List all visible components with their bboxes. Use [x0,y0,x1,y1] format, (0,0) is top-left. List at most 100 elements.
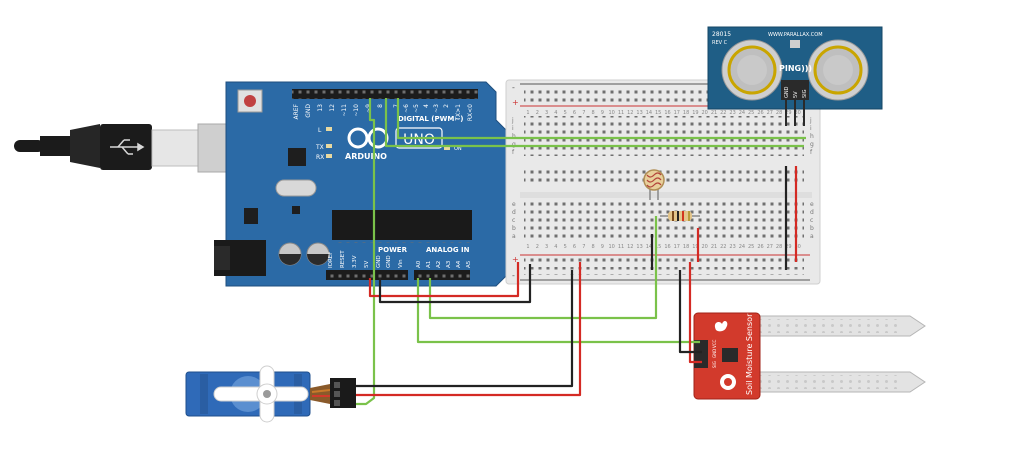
column-number: 15 [655,110,661,116]
column-number: 29 [785,110,791,116]
pin-label: 8 [377,104,384,108]
row-letter: d [512,209,516,216]
wire-red-servo-power[interactable] [356,262,582,397]
ping-ultrasonic-sensor[interactable]: 28015 REV C WWW.PARALLAX.COM PING))) GND… [707,26,883,126]
arduino-uno-board[interactable]: AREF GND 13 12 ~11 ~10 ~9 8 7 ~6 ~5 4 ~3… [214,81,507,287]
row-letter: j [809,117,812,124]
column-number: 11 [618,244,624,250]
servo-motor[interactable] [185,365,356,423]
arduino-model: UNO [403,132,435,148]
column-number: 9 [601,244,604,250]
soil-moisture-sensor[interactable]: Soil Moisture Sensor SIG GND VCC [693,312,926,400]
row-letter: i [512,125,514,132]
ultrasonic-transducer-right [807,39,869,101]
column-number: 24 [739,110,745,116]
column-number: 17 [674,110,680,116]
pin-label: 3.3V [352,255,358,268]
row-letter: h [810,133,814,140]
pin-label: A5 [466,260,472,268]
row-letter: g [512,141,516,148]
soil-pin-label: VCC [712,339,717,348]
soil-pin-label: SIG [712,361,717,368]
column-number: 10 [609,110,615,116]
column-number: 21 [711,110,717,116]
column-number: 27 [767,244,773,250]
wire-black-servo-gnd[interactable] [356,270,574,388]
usb-icon [110,139,145,155]
wire-red-5v[interactable] [368,262,520,298]
column-number: 7 [582,244,585,250]
led-label: RX [316,154,324,161]
pin-label: GND [376,255,382,268]
column-number: 12 [627,110,633,116]
rail-plus-label: + [512,255,519,264]
column-number: 30 [795,244,801,250]
pin-label: 7 [393,104,400,108]
column-number: 22 [720,244,726,250]
pin-label: TX>1 [455,104,462,122]
row-letter: e [810,201,814,208]
column-number: 19 [692,244,698,250]
column-number: 18 [683,110,689,116]
column-number: 24 [739,244,745,250]
column-number: 1 [526,110,529,116]
column-number: 14 [646,110,652,116]
soil-pin-label: GND [712,349,717,358]
pin-label: 13 [317,104,324,112]
wire-red-soil-vcc[interactable] [688,262,702,364]
wire-green-soil-signal[interactable] [416,278,700,344]
ping-url: WWW.PARALLAX.COM [768,32,823,38]
row-letter: c [512,217,515,224]
column-number: 26 [757,244,763,250]
row-letter: j [511,117,514,124]
wire-black-soil-gnd[interactable] [678,270,702,354]
pin-label: AREF [293,103,300,119]
column-number: 4 [554,244,557,250]
wire-green-ldr[interactable] [428,216,658,320]
wire-black-gnd[interactable] [378,264,532,304]
pin-label: GND [305,104,312,118]
ping-pin-label: SIG [802,89,808,98]
pin-label: GND [386,255,392,268]
digital-header-label: DIGITAL (PWM~) [398,115,463,123]
row-letter: b [512,225,516,232]
column-number: 11 [618,110,624,116]
column-number: 20 [702,244,708,250]
pin-label: 5V [364,261,370,268]
column-number: 22 [720,110,726,116]
rail-plus-label: + [512,98,519,107]
ping-part-no: 28015 [712,31,731,38]
sparkfun-flame-icon [714,321,728,332]
column-number: 26 [757,110,763,116]
pin-label: A1 [426,261,432,268]
row-letter: f [512,149,515,156]
pin-label: 12 [329,104,336,112]
column-number: 27 [767,110,773,116]
ping-name: PING))) [779,64,812,73]
row-letter: h [512,133,516,140]
wire-green-ping-trigger[interactable] [384,98,804,148]
pin-label: A2 [436,261,442,268]
led-label: TX [315,144,324,151]
row-letter: c [810,217,813,224]
atmega-chip [332,210,472,240]
column-number: 2 [536,110,539,116]
soil-sensor-label: Soil Moisture Sensor [745,313,754,395]
wire-green-ping-echo[interactable] [396,98,806,140]
ping-pin-label: 5V [793,91,799,98]
pin-label: IOREF [328,252,334,268]
digital-pin-labels: AREF GND 13 12 ~11 ~10 ~9 8 7 ~6 ~5 4 ~3… [293,103,474,121]
pin-label: ~10 [353,104,360,117]
wire-green-servo-signal[interactable] [356,98,376,406]
column-number: 16 [664,110,670,116]
row-letter: g [810,141,814,148]
photoresistor[interactable] [643,169,665,200]
arduino-brand: ARDUINO [345,152,387,161]
resistor[interactable] [660,211,700,221]
column-number: 6 [573,110,576,116]
pin-label: A4 [456,260,462,268]
ultrasonic-transducer-left [721,39,783,101]
